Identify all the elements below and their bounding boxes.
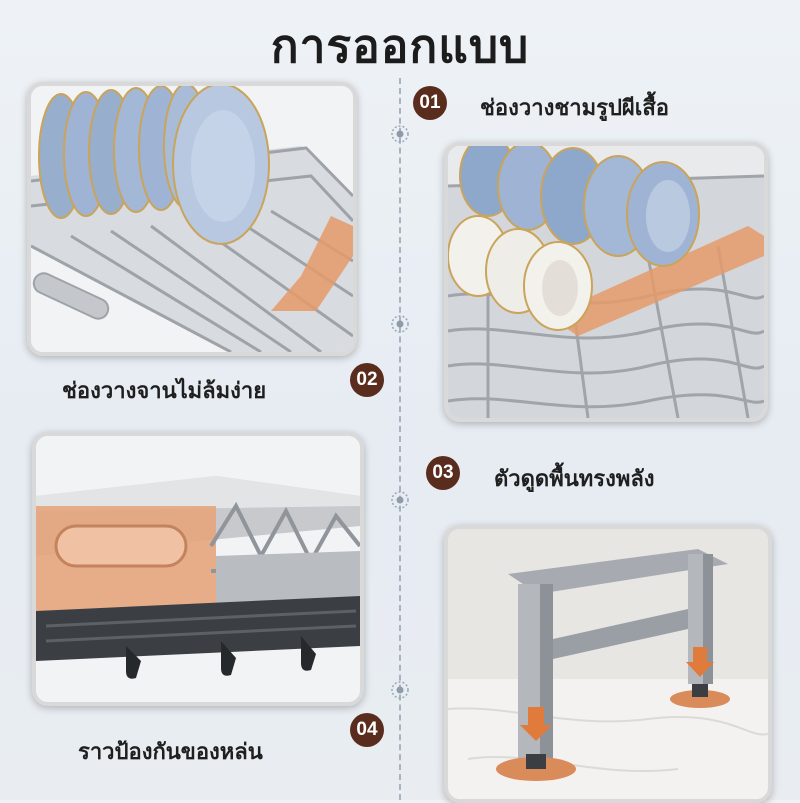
feature-badge-02: 02 — [350, 363, 384, 397]
feature-badge-04: 04 — [350, 713, 384, 747]
guard-rail-photo — [32, 432, 364, 706]
plate-rack-photo — [27, 82, 357, 356]
timeline-node — [391, 315, 409, 333]
feature-label-04: ราวป้องกันของหล่น — [78, 740, 263, 765]
feature-label-01: ช่องวางชามรูปผีเสื้อ — [480, 96, 669, 121]
timeline-node — [391, 125, 409, 143]
suction-feet-photo — [444, 525, 772, 803]
timeline-axis — [399, 78, 401, 800]
feature-label-03: ตัวดูดพื้นทรงพลัง — [494, 467, 655, 492]
bowl-rack-photo — [444, 142, 768, 422]
feature-badge-03: 03 — [426, 456, 460, 490]
timeline-node — [391, 491, 409, 509]
timeline-node — [391, 681, 409, 699]
page-title: การออกแบบ — [270, 19, 530, 73]
feature-label-02: ช่องวางจานไม่ล้มง่าย — [62, 379, 267, 404]
feature-badge-01: 01 — [413, 86, 447, 120]
